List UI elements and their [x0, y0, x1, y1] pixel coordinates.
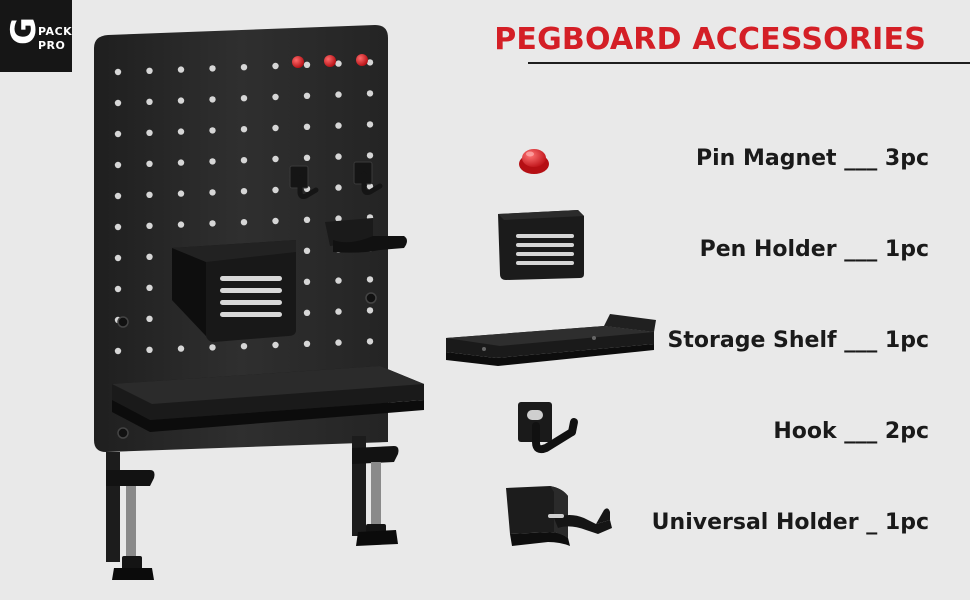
- peg-hole: [303, 340, 311, 347]
- peg-hole: [177, 345, 185, 352]
- peg-hole: [303, 216, 311, 223]
- peg-hole: [146, 346, 153, 353]
- storage-shelf-icon: [446, 314, 656, 366]
- peg-hole: [146, 253, 153, 260]
- peg-hole: [114, 347, 122, 355]
- board-hooks: [289, 161, 383, 199]
- label-pen-holder: Pen Holder ___ 1pc: [699, 237, 929, 262]
- peg-hole: [177, 190, 185, 197]
- peg-hole: [335, 339, 342, 346]
- board-universal-holder: [325, 218, 407, 253]
- peg-hole: [303, 278, 311, 285]
- peg-hole: [335, 60, 342, 67]
- brand-logo: G PACK PRO: [0, 0, 72, 72]
- peg-hole: [146, 315, 153, 322]
- peg-hole: [177, 159, 185, 166]
- peg-hole: [146, 67, 153, 75]
- peg-hole: [240, 219, 248, 226]
- peg-hole: [114, 223, 122, 231]
- peg-hole: [366, 338, 374, 345]
- board-knobs: [117, 292, 377, 439]
- peg-hole: [303, 309, 311, 316]
- logo-text-line2: PRO: [38, 39, 66, 52]
- peg-hole: [366, 121, 374, 128]
- peg-hole: [240, 188, 248, 195]
- title-underline: [528, 62, 970, 64]
- peg-hole: [177, 221, 185, 228]
- board-storage-shelf: [112, 366, 424, 432]
- peg-hole: [366, 183, 374, 190]
- peg-hole: [335, 184, 342, 191]
- peg-hole: [272, 124, 279, 132]
- peg-hole: [146, 191, 153, 198]
- peg-hole: [335, 277, 342, 284]
- peg-hole: [303, 92, 311, 100]
- universal-holder-icon: [506, 486, 612, 546]
- peg-hole: [177, 66, 185, 73]
- peg-hole: [114, 161, 122, 169]
- board-pin-magnets: [292, 54, 368, 68]
- peg-hole: [114, 130, 122, 138]
- hook-icon: [518, 402, 578, 454]
- peg-hole: [366, 90, 374, 97]
- label-universal-holder: Universal Holder _ 1pc: [651, 510, 929, 535]
- peg-hole: [366, 307, 374, 314]
- peg-hole: [303, 247, 311, 254]
- peg-hole: [272, 93, 279, 101]
- pen-holder-icon: [498, 210, 584, 280]
- peg-hole: [303, 61, 311, 68]
- peg-hole: [209, 158, 216, 165]
- peg-hole: [146, 98, 153, 106]
- pegboard-illustration: [94, 25, 424, 580]
- peg-hole: [335, 91, 342, 98]
- peg-hole: [240, 63, 248, 71]
- peg-hole: [209, 96, 216, 103]
- peg-hole: [146, 222, 153, 229]
- desk-clamps: [106, 436, 399, 580]
- peg-hole: [114, 68, 122, 76]
- peg-hole: [335, 122, 342, 129]
- peg-hole: [303, 154, 311, 161]
- peg-hole: [272, 186, 279, 194]
- peg-hole: [335, 215, 342, 222]
- peg-hole: [114, 285, 122, 293]
- peg-hole: [335, 153, 342, 160]
- peg-hole: [303, 123, 311, 130]
- label-storage-shelf: Storage Shelf ___ 1pc: [667, 328, 929, 353]
- logo-text-line1: PACK: [38, 25, 73, 38]
- peg-hole: [240, 95, 248, 102]
- peg-hole: [146, 129, 153, 136]
- peg-hole: [209, 189, 216, 196]
- peg-hole: [240, 157, 248, 164]
- peg-hole: [366, 276, 374, 283]
- peg-hole: [366, 152, 374, 159]
- peg-hole: [146, 160, 153, 167]
- peg-hole: [272, 155, 279, 163]
- pegboard-panel: [94, 25, 388, 452]
- peg-hole: [209, 344, 216, 351]
- peg-hole: [240, 126, 248, 133]
- peg-hole: [177, 97, 185, 104]
- peg-hole: [335, 308, 342, 315]
- peg-hole: [272, 341, 279, 349]
- board-pen-holder: [172, 240, 296, 342]
- peg-hole: [209, 127, 216, 134]
- peg-hole: [114, 192, 122, 200]
- peg-hole: [114, 254, 122, 262]
- peg-hole: [209, 65, 216, 72]
- page-title: PEGBOARD ACCESSORIES: [494, 22, 926, 57]
- peg-hole: [209, 220, 216, 227]
- peg-hole: [272, 217, 279, 225]
- peg-hole: [146, 284, 153, 291]
- label-hook: Hook ___ 2pc: [773, 419, 929, 444]
- peg-hole: [240, 343, 248, 350]
- pin-magnet-icon: [519, 149, 549, 174]
- peg-hole: [177, 128, 185, 135]
- peg-hole: [114, 99, 122, 107]
- peg-hole: [366, 59, 374, 66]
- label-pin-magnet: Pin Magnet ___ 3pc: [696, 146, 929, 171]
- peg-hole: [272, 62, 279, 70]
